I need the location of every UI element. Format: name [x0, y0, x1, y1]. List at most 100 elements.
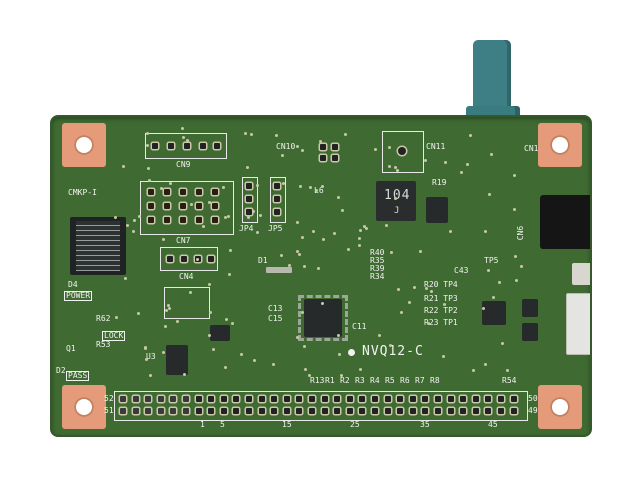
- header-pin: [220, 408, 227, 414]
- header-pin: [510, 396, 517, 402]
- cn9-pin: [152, 143, 158, 149]
- via: [247, 216, 250, 219]
- header-pin: [233, 396, 240, 402]
- l6-label: L6: [314, 186, 324, 195]
- header-pin: [296, 408, 303, 414]
- via: [168, 307, 171, 310]
- via: [275, 134, 278, 137]
- pin-35-label: 35: [420, 420, 430, 429]
- main-header-outline: [114, 391, 528, 421]
- via: [176, 320, 179, 323]
- header-pin: [435, 408, 441, 414]
- header-pin: [271, 408, 278, 414]
- via: [388, 165, 391, 168]
- pin-51-label: 51: [104, 406, 114, 415]
- resistor-label: R4: [370, 376, 380, 385]
- cn7-outline: [140, 181, 234, 235]
- via: [186, 139, 189, 142]
- header-pin: [208, 408, 215, 414]
- via: [296, 221, 299, 224]
- header-pin: [220, 396, 227, 402]
- via: [212, 348, 215, 351]
- pin-1-label: 1: [200, 420, 205, 429]
- diode-d1: [266, 267, 292, 273]
- via: [358, 237, 361, 240]
- via: [114, 216, 117, 219]
- via: [389, 344, 392, 347]
- r62-label: R62: [96, 314, 111, 323]
- via: [317, 267, 320, 270]
- via: [430, 290, 433, 293]
- via: [359, 368, 362, 371]
- via: [252, 210, 255, 213]
- header-pin: [346, 408, 353, 414]
- via: [202, 225, 205, 228]
- via: [444, 161, 447, 164]
- header-pin: [195, 396, 202, 402]
- via: [280, 254, 283, 257]
- via: [256, 231, 259, 234]
- via: [165, 309, 168, 312]
- header-pin: [132, 396, 139, 402]
- via: [312, 230, 315, 233]
- resistor-label: R3: [355, 376, 365, 385]
- board-name-dot: [348, 349, 355, 356]
- cn7-pin: [148, 203, 154, 209]
- via: [347, 248, 350, 251]
- via: [515, 279, 518, 282]
- header-pin: [132, 408, 139, 414]
- header-pin: [498, 396, 504, 402]
- jp5-pin: [274, 196, 280, 202]
- via: [513, 208, 516, 211]
- via: [520, 265, 523, 268]
- via: [308, 374, 311, 377]
- c11-label: C11: [352, 322, 367, 331]
- header-pin: [397, 396, 404, 402]
- resistor-label: R8: [430, 376, 440, 385]
- small-ic: [210, 325, 230, 341]
- mounting-hole-bottom-right: [538, 385, 582, 429]
- via: [183, 373, 186, 376]
- inductor-l2: [376, 181, 416, 221]
- cn4-pin: [208, 256, 214, 262]
- via: [122, 165, 125, 168]
- via: [228, 273, 231, 276]
- jp5-outline: [270, 177, 286, 223]
- via: [301, 236, 304, 239]
- dip-switch-levers: [76, 221, 120, 271]
- cn7-pin: [180, 203, 186, 209]
- side-ic: [522, 299, 538, 317]
- via: [299, 185, 302, 188]
- regulator-ic: [426, 197, 448, 223]
- header-pin: [296, 396, 303, 402]
- cn7-pin: [180, 189, 186, 195]
- via: [419, 250, 422, 253]
- via: [321, 302, 324, 305]
- via: [340, 374, 343, 377]
- mounting-hole-bottom-left: [62, 385, 106, 429]
- cn11-pin: [398, 147, 406, 155]
- via: [506, 369, 509, 372]
- cn4-outline: [160, 247, 218, 271]
- via: [149, 374, 152, 377]
- via: [400, 311, 403, 314]
- via: [301, 149, 304, 152]
- header-pin: [157, 396, 164, 402]
- d2-label: D2: [56, 366, 66, 375]
- via: [138, 215, 141, 218]
- resistor-label: R7: [415, 376, 425, 385]
- via: [385, 224, 388, 227]
- via: [337, 334, 340, 337]
- header-pin: [359, 396, 366, 402]
- jp4-outline: [242, 177, 258, 223]
- via: [469, 134, 472, 137]
- resistor-label: R5: [385, 376, 395, 385]
- via: [189, 291, 192, 294]
- via: [167, 304, 170, 307]
- header-pin: [372, 408, 378, 414]
- tp5-label: TP5: [484, 256, 499, 265]
- via: [146, 144, 149, 147]
- jp5-pin: [274, 183, 280, 189]
- pin-50-label: 50: [528, 394, 538, 403]
- via: [338, 353, 341, 356]
